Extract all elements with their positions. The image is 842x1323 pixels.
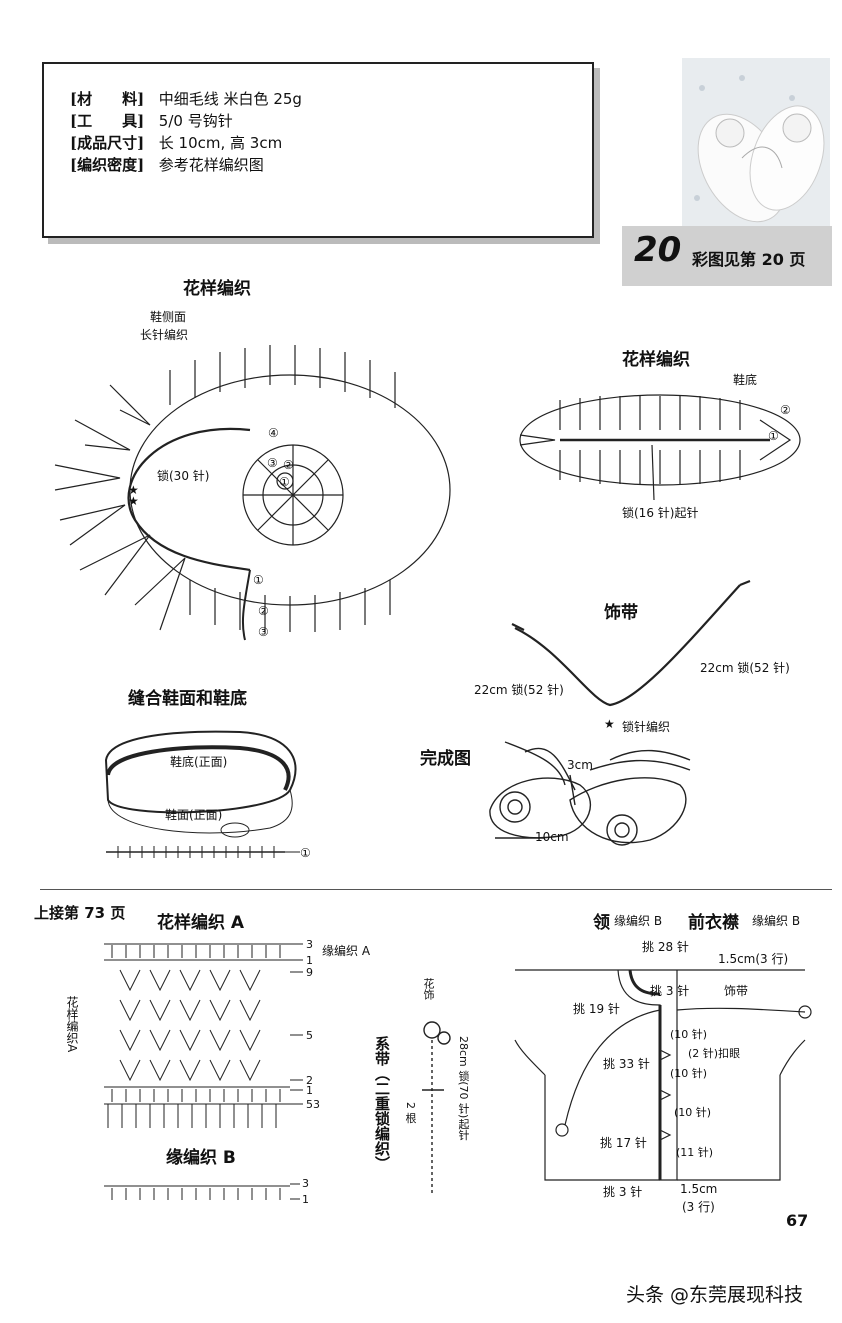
- upper-face-label: 鞋面(正面): [165, 808, 223, 822]
- collar-pick-28: 挑 28 针: [642, 940, 689, 954]
- materials-box: [材 料] 中细毛线 米白色 25g [工 具] 5/0 号钩针 [成品尺寸] …: [42, 62, 594, 238]
- svg-text:★: ★: [128, 483, 139, 497]
- sole-face-label: 鞋底(正面): [170, 755, 228, 769]
- pattern-number: 20: [634, 230, 682, 270]
- row-label: 3: [306, 938, 313, 951]
- edge-a-label: 缘编织 A: [322, 944, 371, 958]
- finished-shoes: [489, 741, 691, 846]
- row-label: 1: [306, 1084, 313, 1097]
- stitch-count: (11 针): [676, 1146, 714, 1159]
- row-label: 9: [306, 966, 313, 979]
- collar-pick-3: 挑 3 针: [650, 984, 690, 998]
- pattern-title-left: 花样编织: [183, 279, 251, 299]
- sole-label: 鞋底: [733, 373, 758, 387]
- band-rows-bottom: (3 行): [682, 1200, 715, 1214]
- row-3-mark: ③: [258, 625, 269, 639]
- cardigan-front: [514, 969, 812, 1181]
- stitch-count: (10 针): [674, 1106, 712, 1119]
- buttonhole-label: (2 针)扣眼: [688, 1047, 741, 1060]
- cord-drawing: [422, 1021, 451, 1195]
- round-4-mark: ④: [268, 426, 279, 440]
- section-divider: [40, 889, 832, 890]
- cord-count: 2 根: [404, 1102, 417, 1124]
- watermark: 头条 @东莞展现科技: [626, 1284, 804, 1306]
- sew-row-mark: ①: [300, 846, 311, 860]
- cord-length: 28cm 锁(70 针)起针: [457, 1036, 470, 1141]
- finished-height: 3cm: [567, 758, 593, 772]
- stitch-count: (10 针): [670, 1028, 708, 1041]
- svg-text:★: ★: [128, 494, 139, 508]
- tie-right-length: 22cm 锁(52 针): [700, 661, 790, 675]
- front-band-title: 前衣襟: [688, 913, 739, 933]
- continue-note: 上接第 73 页: [34, 904, 126, 922]
- chain-16-label: 锁(16 针)起针: [622, 506, 699, 520]
- pattern-a-title: 花样编织 A: [157, 913, 245, 933]
- pick-19: 挑 19 针: [573, 1002, 620, 1016]
- tie-ref: 饰带: [724, 984, 749, 998]
- collar-title: 领: [593, 913, 610, 933]
- row-label: 2: [306, 1074, 313, 1087]
- tie-title: 饰带: [604, 603, 638, 623]
- sewing-drawing: [104, 730, 300, 858]
- baby-shoes-photo: [682, 58, 830, 233]
- round-1-mark: ①: [279, 475, 290, 489]
- cord-title: 系带（二重锁编织）: [373, 1036, 391, 1171]
- stitch-count: (10 针): [670, 1067, 708, 1080]
- treble-label: 长针编织: [140, 328, 189, 342]
- pattern-a-grid: [104, 943, 303, 1200]
- size-row: [成品尺寸] 长 10cm, 高 3cm: [70, 134, 283, 152]
- material-row: [材 料] 中细毛线 米白色 25g: [70, 90, 302, 108]
- pattern-badge: 20 彩图见第 20 页: [622, 226, 832, 286]
- sole-row-2-mark: ②: [780, 403, 791, 417]
- tie-note: 锁针编织: [622, 720, 671, 734]
- tie-left-length: 22cm 锁(52 针): [474, 683, 564, 697]
- edge-b-row: 1: [302, 1193, 309, 1206]
- page-number: 67: [786, 1211, 809, 1230]
- round-3-mark: ③: [267, 456, 278, 470]
- row-1-mark: ①: [253, 573, 264, 587]
- tool-row: [工 具] 5/0 号钩针: [70, 112, 233, 130]
- sole-diagram: [519, 394, 801, 501]
- band-width-bottom: 1.5cm: [680, 1182, 718, 1196]
- sew-title: 缝合鞋面和鞋底: [128, 689, 247, 709]
- pattern-a-side-label: 花样编织A: [65, 996, 79, 1053]
- edge-b-title: 缘编织 B: [166, 1148, 236, 1168]
- product-photo: [682, 58, 830, 233]
- collar-sub: 缘编织 B: [614, 914, 663, 928]
- row-label: 5: [306, 1029, 313, 1042]
- row-2-mark: ②: [258, 604, 269, 618]
- chain-30-label: 锁(30 针): [157, 469, 210, 483]
- row-label: 53: [306, 1098, 320, 1111]
- front-band-sub: 缘编织 B: [752, 914, 801, 928]
- flower-label: 花饰: [422, 978, 435, 1000]
- pick-17: 挑 17 针: [600, 1136, 647, 1150]
- row-label: 1: [306, 954, 313, 967]
- pick-3-bottom: 挑 3 针: [603, 1185, 643, 1199]
- tie-strap: [511, 579, 751, 707]
- finished-title: 完成图: [420, 749, 471, 769]
- pattern-title-right: 花样编织: [622, 350, 690, 370]
- round-2-mark: ②: [283, 458, 294, 472]
- upper-side-label: 鞋侧面: [150, 310, 187, 324]
- band-width-top: 1.5cm(3 行): [718, 952, 789, 966]
- color-page-ref: 彩图见第 20 页: [692, 250, 806, 269]
- svg-text:★: ★: [604, 717, 615, 731]
- sole-row-1-mark: ①: [768, 429, 779, 443]
- pick-33: 挑 33 针: [603, 1057, 650, 1071]
- finished-length: 10cm: [535, 830, 569, 844]
- gauge-row: [编织密度] 参考花样编织图: [70, 156, 264, 174]
- edge-b-row: 3: [302, 1177, 309, 1190]
